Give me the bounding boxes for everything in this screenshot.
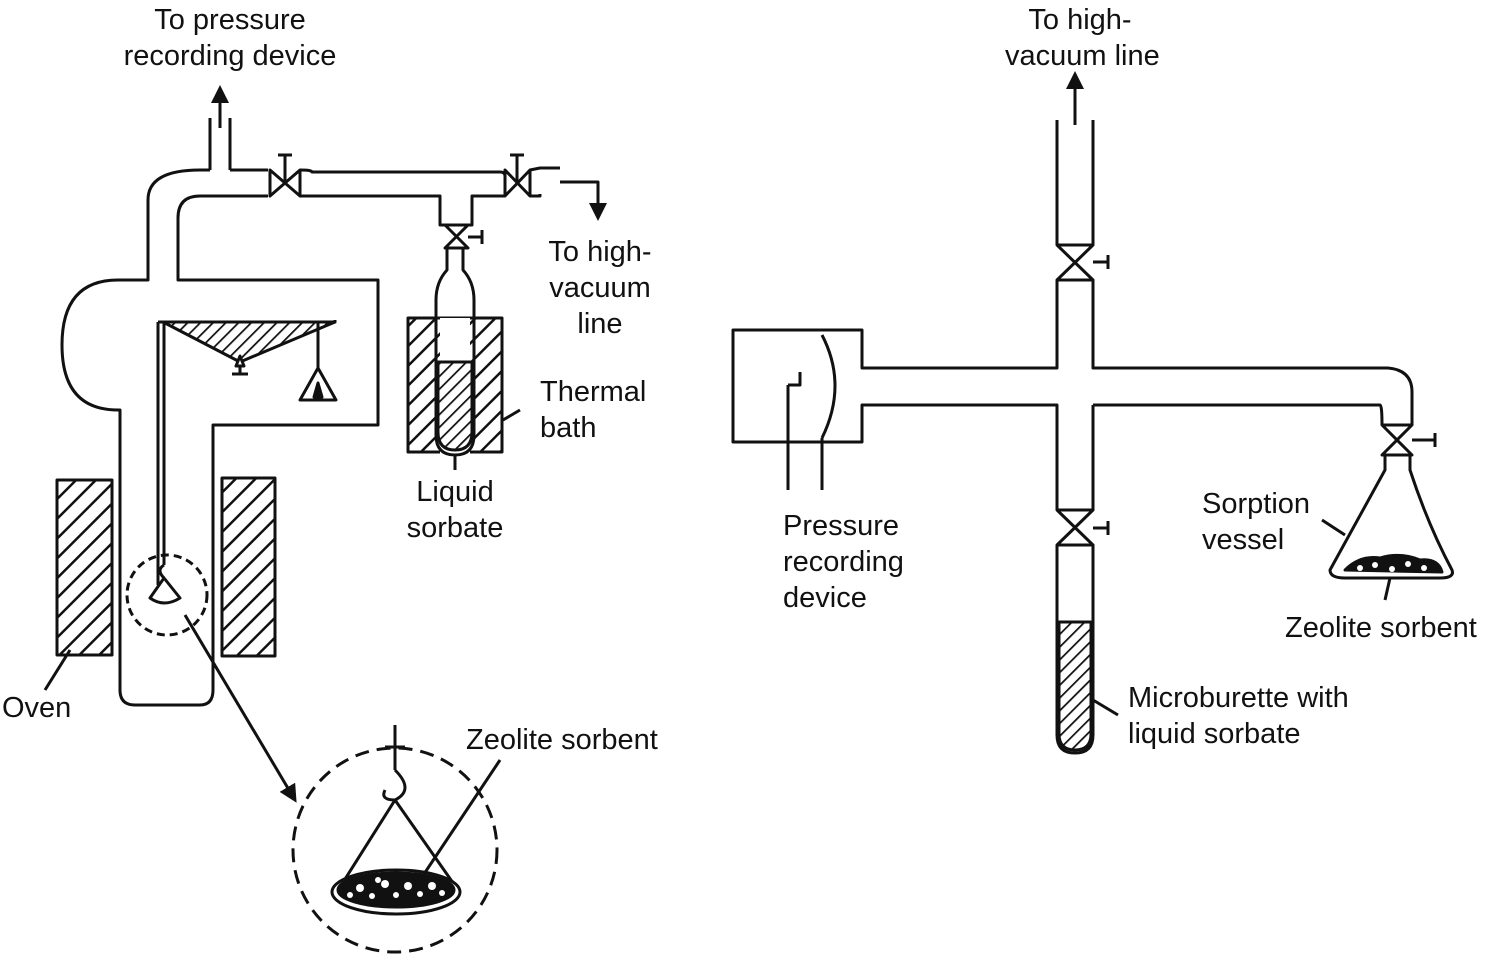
label-text: sorbate [406,512,504,544]
magnify-arrow [183,614,297,803]
label-thermal-bath: Thermal bath [540,374,646,446]
valve-1 [268,153,302,198]
label-text: Sorption [1202,488,1311,520]
magnified-basket [291,725,502,954]
label-text: To pressure [154,4,306,36]
vacuum-inlet-tube [1055,71,1095,245]
balance-beam [161,320,338,565]
sorbate-reservoir [434,248,476,470]
sample-basket-small [125,553,209,637]
valve-bottom [1055,508,1110,547]
label-text: To high- [1028,4,1132,36]
sorption-vessel [1321,455,1454,601]
label-text: vacuum line [1005,40,1160,72]
label-text: recording [783,546,904,578]
pressure-device-diaphragm [786,334,837,490]
label-to-pressure: To pressure recording device [120,2,340,74]
label-zeolite-right: Zeolite sorbent [1285,612,1477,644]
label-text: vacuum [549,272,651,304]
label-text: bath [540,412,597,444]
label-oven: Oven [2,692,72,724]
label-microburette: Microburette with liquid sorbate [1128,680,1349,752]
label-text: Pressure [783,510,900,542]
valve-top [1055,243,1110,282]
label-text: vessel [1202,524,1285,556]
label-sorption-vessel: Sorption vessel [1202,486,1310,558]
label-to-vacuum-right: To high- vacuum line [1005,2,1160,74]
stopcock-sorbate [443,223,484,250]
label-text: liquid sorbate [1128,718,1301,750]
label-text: Microburette with [1128,682,1349,714]
label-text: To high- [548,236,652,268]
microburette [1055,545,1119,755]
label-text: recording device [123,40,337,72]
cross-tubing [731,280,1414,510]
label-liquid-sorbate: Liquid sorbate [390,474,520,546]
label-text: Liquid [416,476,494,508]
thermal-bath-leader [502,408,521,422]
valve-vessel [1380,423,1437,457]
oven [43,476,277,691]
label-text: device [783,582,867,614]
horizontal-tube [299,168,507,227]
label-text: line [577,308,623,340]
pressure-outlet-tube [208,85,232,170]
valve-2 [503,153,607,221]
label-text: Thermal [540,376,647,408]
label-pressure-device: Pressure recording device [783,508,904,616]
label-to-vacuum-left: To high- vacuum line [530,234,670,342]
label-zeolite-left: Zeolite sorbent [466,724,658,756]
